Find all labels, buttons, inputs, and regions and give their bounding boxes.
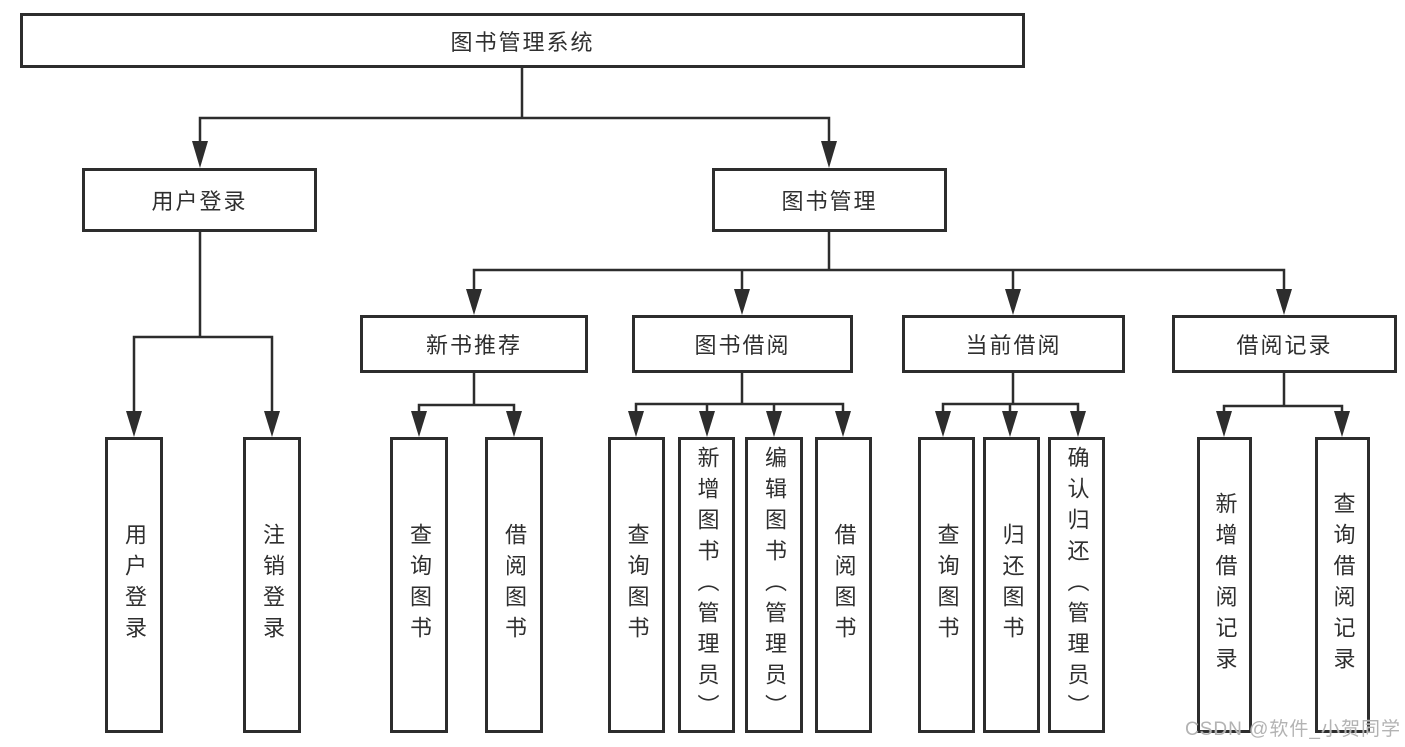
node-user-login: 用户登录	[82, 168, 317, 232]
leaf-cb-query-books: 查询图书	[918, 437, 975, 733]
leaf-bb-add-book-admin: 新增图书（管理员）	[678, 437, 735, 733]
leaf-bb-query-books: 查询图书	[608, 437, 665, 733]
arrowhead-cb-query	[935, 411, 951, 437]
arrowhead-cb-return	[1002, 411, 1018, 437]
arrowhead-bb-add	[699, 411, 715, 437]
arrowhead-new-book	[466, 289, 482, 315]
arrowhead-book-borrow	[734, 289, 750, 315]
leaf-cb-return-book-label: 归还图书	[999, 523, 1025, 647]
node-user-login-label: 用户登录	[151, 189, 248, 214]
node-borrow-records: 借阅记录	[1172, 315, 1397, 373]
leaf-user-login: 用户登录	[105, 437, 163, 733]
arrowhead-bb-query	[628, 411, 644, 437]
leaf-nb-query-books-label: 查询图书	[407, 523, 432, 647]
leaf-br-query-record: 查询借阅记录	[1315, 437, 1370, 733]
arrowhead-user-login	[192, 141, 208, 168]
arrowhead-cb-confirm	[1070, 411, 1086, 437]
leaf-logout-label: 注销登录	[260, 523, 285, 647]
connector-borrow-records-split	[1222, 373, 1344, 413]
node-current-borrow-label: 当前借阅	[965, 333, 1062, 358]
node-new-book-recommend-label: 新书推荐	[425, 333, 522, 358]
arrowhead-bb-borrow	[835, 411, 851, 437]
leaf-logout: 注销登录	[243, 437, 301, 733]
leaf-bb-borrow-books-label: 借阅图书	[831, 523, 857, 647]
connector-root-split	[198, 68, 831, 143]
arrowhead-book-management	[821, 141, 837, 168]
arrowhead-leaf-logout	[264, 411, 280, 437]
node-root-label: 图书管理系统	[450, 29, 595, 55]
arrowhead-br-add	[1216, 411, 1232, 437]
connector-new-book-split	[417, 373, 516, 413]
arrowhead-current-borrow	[1005, 289, 1021, 315]
arrowhead-br-query	[1334, 411, 1350, 437]
node-book-borrow: 图书借阅	[632, 315, 853, 373]
arrowhead-nb-borrow	[506, 411, 522, 437]
node-current-borrow: 当前借阅	[902, 315, 1125, 373]
connector-book-borrow-split	[634, 373, 845, 413]
leaf-cb-confirm-return-admin: 确认归还（管理员）	[1048, 437, 1105, 733]
leaf-nb-query-books: 查询图书	[390, 437, 448, 733]
leaf-br-add-record-label: 新增借阅记录	[1212, 492, 1238, 678]
leaf-br-add-record: 新增借阅记录	[1197, 437, 1252, 733]
leaf-cb-return-book: 归还图书	[983, 437, 1040, 733]
leaf-nb-borrow-books: 借阅图书	[485, 437, 543, 733]
leaf-cb-confirm-return-admin-label: 确认归还（管理员）	[1064, 445, 1090, 725]
leaf-bb-edit-book-admin-label: 编辑图书（管理员）	[762, 445, 787, 725]
node-root: 图书管理系统	[20, 13, 1025, 68]
node-book-borrow-label: 图书借阅	[694, 333, 791, 358]
leaf-bb-edit-book-admin: 编辑图书（管理员）	[745, 437, 803, 733]
arrowhead-leaf-user-login	[126, 411, 142, 437]
node-borrow-records-label: 借阅记录	[1236, 333, 1333, 358]
arrowhead-nb-query	[411, 411, 427, 437]
leaf-bb-query-books-label: 查询图书	[624, 523, 650, 647]
leaf-nb-borrow-books-label: 借阅图书	[502, 523, 527, 647]
arrowhead-borrow-records	[1276, 289, 1292, 315]
node-book-management: 图书管理	[712, 168, 947, 232]
connector-user-login-split	[132, 232, 274, 413]
leaf-bb-add-book-admin-label: 新增图书（管理员）	[694, 445, 720, 725]
leaf-br-query-record-label: 查询借阅记录	[1330, 492, 1356, 678]
connector-current-borrow-split	[941, 373, 1080, 413]
leaf-bb-borrow-books: 借阅图书	[815, 437, 872, 733]
connector-book-management-split	[472, 232, 1286, 291]
leaf-cb-query-books-label: 查询图书	[934, 523, 960, 647]
node-new-book-recommend: 新书推荐	[360, 315, 588, 373]
watermark: CSDN @软件_小贺同学	[1185, 719, 1401, 740]
node-book-management-label: 图书管理	[781, 189, 878, 214]
arrowhead-bb-edit	[766, 411, 782, 437]
leaf-user-login-label: 用户登录	[122, 523, 147, 647]
